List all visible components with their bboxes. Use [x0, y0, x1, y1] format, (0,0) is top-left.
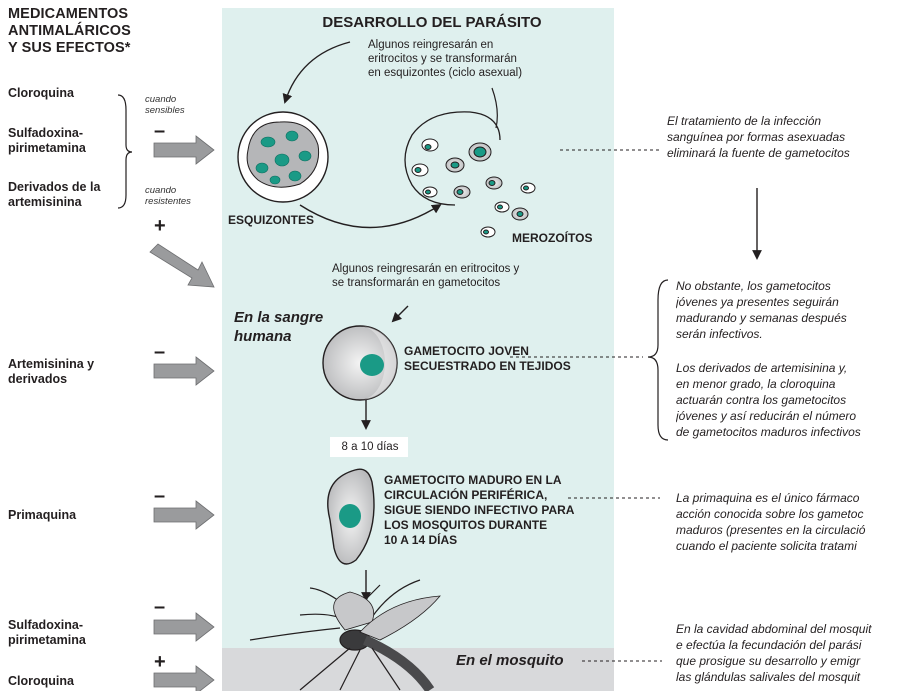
minus-sign-top: –	[154, 120, 166, 142]
right-block-5-line-4: las glándulas salivales del mosquit	[676, 670, 861, 684]
right-block-1: El tratamiento de la infección sanguínea…	[667, 113, 916, 161]
drug-sulfadoxine-top-1: Sulfadoxina-	[8, 126, 84, 140]
mature-gametocyte-cell	[327, 468, 375, 565]
right-block-2-line-3: madurando y semanas después	[676, 311, 847, 325]
mature-gametocyte-4: LOS MOSQUITOS DURANTE	[384, 518, 548, 532]
note-mid-1: Algunos reingresarán en eritrocitos y	[332, 263, 520, 275]
drug-sulfadoxine-bottom-1: Sulfadoxina-	[8, 618, 84, 632]
note-top-1: Algunos reingresarán en	[368, 39, 494, 51]
drug-artemisinin-1: Artemisinina y	[8, 357, 95, 371]
when-resistant-label: cuando resistentes	[145, 185, 191, 207]
when-sensitive-2: sensibles	[145, 105, 185, 116]
right-block-1-line-3: eliminará la fuente de gametocitos	[667, 146, 850, 160]
mosquito-illustration	[249, 579, 441, 691]
mature-gametocyte-1: GAMETOCITO MADURO EN LA	[384, 473, 562, 487]
plus-sign-bottom: +	[154, 651, 166, 673]
right-block-2-line-4: serán infectivos.	[676, 327, 763, 341]
right-block-3-line-4: jóvenes y así reducirán el número	[676, 409, 857, 423]
arrow-chloroquine-bottom	[153, 665, 215, 691]
drug-sulfadoxine-top-2: pirimetamina	[8, 141, 86, 155]
young-gametocyte-label: GAMETOCITO JOVEN SECUESTRADO EN TEJIDOS	[404, 344, 571, 374]
right-block-2: No obstante, los gametocitos jóvenes ya …	[676, 278, 916, 342]
right-block-4-line-1: La primaquina es el único fármaco	[676, 491, 860, 505]
left-title-line-2: ANTIMALÁRICOS	[8, 23, 131, 39]
in-mosquito-label: En el mosquito	[456, 652, 564, 669]
mature-gametocyte-label: GAMETOCITO MADURO EN LA CIRCULACIÓN PERI…	[384, 473, 574, 548]
note-top-2: eritrocitos y se transformarán	[368, 53, 517, 65]
arrow-sensitive	[153, 135, 215, 165]
in-blood-1: En la sangre	[234, 309, 324, 326]
young-gametocyte-1: GAMETOCITO JOVEN	[404, 344, 529, 358]
arrow-sulfadoxine-bottom	[153, 612, 215, 642]
arrow-merozoite-to-gametocyte	[391, 305, 409, 323]
right-block-1-line-1: El tratamiento de la infección	[667, 114, 822, 128]
right-block-3-line-3: actuarán contra los gametocitos	[676, 393, 847, 407]
right-block-4: La primaquina es el único fármaco acción…	[676, 490, 916, 554]
note-mid: Algunos reingresarán en eritrocitos y se…	[332, 262, 602, 290]
note-top-3: en esquizontes (ciclo asexual)	[368, 67, 523, 79]
right-block-3-line-5: de gametocitos maduros infectivos	[676, 425, 861, 439]
schizonts-label: ESQUIZONTES	[228, 213, 315, 227]
right-block-3: Los derivados de artemisinina y, en meno…	[676, 360, 916, 440]
right-block-4-line-2: acción conocida sobre los gametoc	[676, 507, 864, 521]
drug-sulfadoxine-bottom-2: pirimetamina	[8, 633, 86, 647]
schizont-cell	[237, 111, 329, 203]
right-block-3-line-2: en menor grado, la cloroquina	[676, 377, 836, 391]
right-block-4-line-3: maduros (presentes en la circulació	[676, 523, 866, 537]
when-resistant-1: cuando	[145, 185, 177, 196]
center-title: DESARROLLO DEL PARÁSITO	[322, 14, 542, 31]
drug-artemisinin-derivs-2: artemisinina	[8, 195, 82, 209]
minus-sign-primaquine: –	[154, 485, 166, 507]
mature-gametocyte-3: SIGUE SIENDO INFECTIVO PARA	[384, 503, 575, 517]
right-block-5: En la cavidad abdominal del mosquit e ef…	[676, 621, 916, 685]
minus-sign-artemisinin: –	[154, 341, 166, 363]
when-resistant-2: resistentes	[145, 196, 191, 207]
drug-chloroquine-top: Cloroquina	[8, 86, 74, 100]
arrow-to-schizont	[282, 41, 351, 104]
arrow-note-to-ruptured	[491, 87, 498, 129]
in-blood-2: humana	[234, 328, 292, 345]
arrow-schizont-to-merozoites	[299, 203, 442, 229]
right-block-2-line-2: jóvenes ya presentes seguirán	[676, 295, 839, 309]
mature-gametocyte-5: 10 A 14 DÍAS	[384, 533, 458, 547]
right-block-5-line-1: En la cavidad abdominal del mosquit	[676, 622, 872, 636]
merozoites-group	[411, 138, 536, 238]
drug-chloroquine-bottom: Cloroquina	[8, 674, 74, 688]
young-gametocyte-2: SECUESTRADO EN TEJIDOS	[404, 359, 571, 373]
arrow-artemisinin	[153, 356, 215, 386]
note-top: Algunos reingresarán en eritrocitos y se…	[368, 38, 578, 80]
right-brace	[647, 279, 669, 441]
minus-sign-bottom: –	[154, 596, 166, 618]
merozoites-label: MEROZOÍTOS	[512, 231, 593, 245]
arrow-resistant	[149, 243, 215, 288]
in-blood-label: En la sangre humana	[234, 308, 323, 346]
right-block-1-line-2: sanguínea por formas asexuadas	[667, 130, 846, 144]
drug-artemisinin-derivs-1: Derivados de la	[8, 180, 101, 194]
when-sensitive-1: cuando	[145, 94, 177, 105]
days-label: 8 a 10 días	[341, 441, 399, 453]
arrow-primaquine	[153, 500, 215, 530]
ruptured-erythrocyte	[404, 111, 501, 206]
when-sensitive-label: cuando sensibles	[145, 94, 185, 116]
drug-primaquine: Primaquina	[8, 508, 77, 522]
right-block-5-line-2: e efectúa la fecundación del parási	[676, 638, 862, 652]
days-box	[330, 437, 408, 457]
right-block-4-line-4: cuando el paciente solicita tratami	[676, 539, 857, 553]
right-block-5-line-3: que prosigue su desarrollo y emigr	[676, 654, 861, 668]
young-gametocyte-cell	[322, 325, 398, 401]
right-block-2-line-1: No obstante, los gametocitos	[676, 279, 831, 293]
plus-sign-top: +	[154, 215, 166, 237]
right-block-3-line-1: Los derivados de artemisinina y,	[676, 361, 848, 375]
mature-gametocyte-2: CIRCULACIÓN PERIFÉRICA,	[384, 488, 548, 502]
drug-group-brace	[117, 94, 133, 209]
drug-artemisinin-2: derivados	[8, 372, 68, 386]
left-title-line-1: MEDICAMENTOS	[8, 6, 129, 22]
left-title-line-3: Y SUS EFECTOS*	[8, 40, 131, 56]
note-mid-2: se transformarán en gametocitos	[332, 277, 501, 289]
left-title: MEDICAMENTOS ANTIMALÁRICOS Y SUS EFECTOS…	[8, 6, 208, 57]
